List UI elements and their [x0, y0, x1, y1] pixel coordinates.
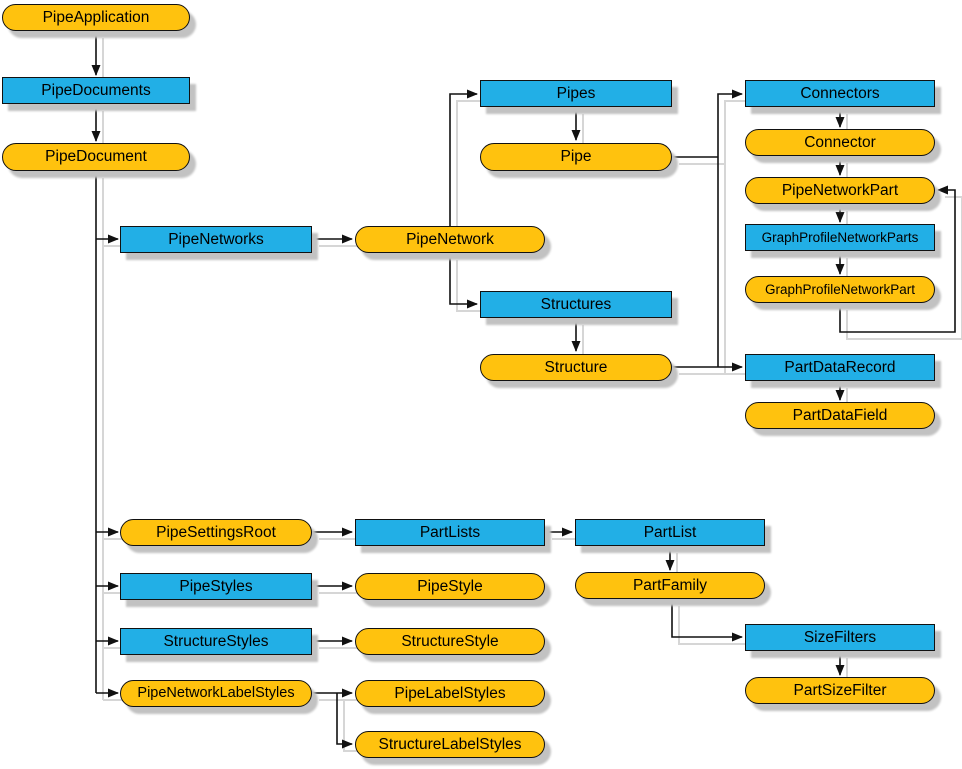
node-label-connectors: Connectors — [800, 84, 880, 102]
node-label-part-data-record: PartDataRecord — [784, 358, 896, 376]
edge-shadow-trunk-to-connectors — [724, 100, 749, 374]
node-pipe-documents: PipeDocuments — [2, 77, 190, 104]
node-label-pipe-styles: PipeStyles — [179, 577, 253, 595]
node-label-pipes: Pipes — [556, 84, 596, 102]
node-label-part-data-field: PartDataField — [792, 406, 888, 424]
node-label-part-family: PartFamily — [632, 576, 708, 594]
node-pipe-label-styles: PipeLabelStyles — [355, 680, 545, 707]
node-size-filters: SizeFilters — [745, 624, 935, 651]
node-label-structure-label-styles: StructureLabelStyles — [378, 735, 522, 753]
node-label-pipe-network: PipeNetwork — [406, 230, 494, 248]
node-pipe-network: PipeNetwork — [355, 226, 545, 253]
node-label-pipe-settings-root: PipeSettingsRoot — [156, 523, 276, 541]
node-label-structures: Structures — [540, 295, 612, 313]
node-label-graph-profile-network-parts: GraphProfileNetworkParts — [761, 229, 919, 245]
node-label-pipe-networks: PipeNetworks — [168, 230, 264, 248]
node-label-pipe-documents: PipeDocuments — [41, 81, 151, 99]
edge-shadow-part-family-to-size-filters — [678, 606, 749, 645]
node-part-family: PartFamily — [575, 572, 765, 599]
node-structures: Structures — [480, 291, 672, 318]
edge-shadow-graph-profile-network-part-loop-to-pipe-network-part — [846, 196, 962, 340]
node-label-graph-profile-network-part: GraphProfileNetworkPart — [764, 281, 916, 297]
node-label-structure-styles: StructureStyles — [163, 632, 269, 650]
node-connector: Connector — [745, 129, 935, 156]
node-label-pipe-network-part: PipeNetworkPart — [781, 181, 899, 199]
connector-main-lines — [91, 31, 956, 749]
node-structure: Structure — [480, 354, 672, 381]
edge-pipe-network-to-structures — [449, 253, 478, 309]
node-structure-style: StructureStyle — [355, 628, 545, 655]
node-label-part-size-filter: PartSizeFilter — [793, 681, 887, 699]
node-label-structure: Structure — [544, 358, 608, 376]
node-label-pipe: Pipe — [560, 148, 592, 166]
node-structure-label-styles: StructureLabelStyles — [355, 731, 545, 758]
node-label-structure-style: StructureStyle — [401, 632, 499, 650]
node-pipe-networks: PipeNetworks — [120, 226, 312, 253]
node-part-lists: PartLists — [355, 519, 545, 546]
edge-shadow-branch-to-structure-label-styles — [343, 700, 359, 752]
edge-branch-to-structure-label-styles — [336, 693, 353, 749]
node-pipe-styles: PipeStyles — [120, 573, 312, 600]
node-part-data-field: PartDataField — [745, 402, 935, 429]
node-label-pipe-style: PipeStyle — [417, 577, 483, 595]
node-part-list: PartList — [575, 519, 765, 546]
node-label-part-lists: PartLists — [419, 523, 481, 541]
edge-shadow-pipe-network-to-structures — [456, 260, 484, 312]
edge-trunk-to-connectors — [717, 89, 743, 367]
node-label-pipe-application: PipeApplication — [42, 8, 150, 26]
node-label-pipe-label-styles: PipeLabelStyles — [394, 684, 506, 702]
connector-shadow-lines — [102, 38, 962, 752]
edge-shadow-pipe-network-to-pipes — [456, 100, 484, 233]
node-pipe-settings-root: PipeSettingsRoot — [120, 519, 312, 546]
node-pipe: Pipe — [480, 143, 672, 171]
node-pipe-network-part: PipeNetworkPart — [745, 177, 935, 204]
node-label-size-filters: SizeFilters — [803, 628, 877, 646]
node-pipe-style: PipeStyle — [355, 573, 545, 600]
node-structure-styles: StructureStyles — [120, 628, 312, 655]
node-part-data-record: PartDataRecord — [745, 354, 935, 381]
node-pipe-document: PipeDocument — [2, 143, 190, 171]
edge-pipe-network-to-pipes — [449, 89, 478, 226]
edge-part-family-to-size-filters — [671, 599, 743, 642]
node-label-pipe-document: PipeDocument — [45, 148, 147, 166]
node-pipe-application: PipeApplication — [2, 4, 190, 31]
node-graph-profile-network-parts: GraphProfileNetworkParts — [745, 224, 935, 251]
node-label-pipe-network-label-styles: PipeNetworkLabelStyles — [137, 685, 295, 702]
node-label-connector: Connector — [804, 133, 876, 151]
node-pipe-network-label-styles: PipeNetworkLabelStyles — [120, 680, 312, 707]
node-part-size-filter: PartSizeFilter — [745, 677, 935, 704]
edge-graph-profile-network-part-loop-to-pipe-network-part — [839, 185, 956, 333]
node-graph-profile-network-part: GraphProfileNetworkPart — [745, 276, 935, 303]
node-label-part-list: PartList — [643, 523, 697, 541]
node-connectors: Connectors — [745, 80, 935, 107]
node-pipes: Pipes — [480, 80, 672, 107]
